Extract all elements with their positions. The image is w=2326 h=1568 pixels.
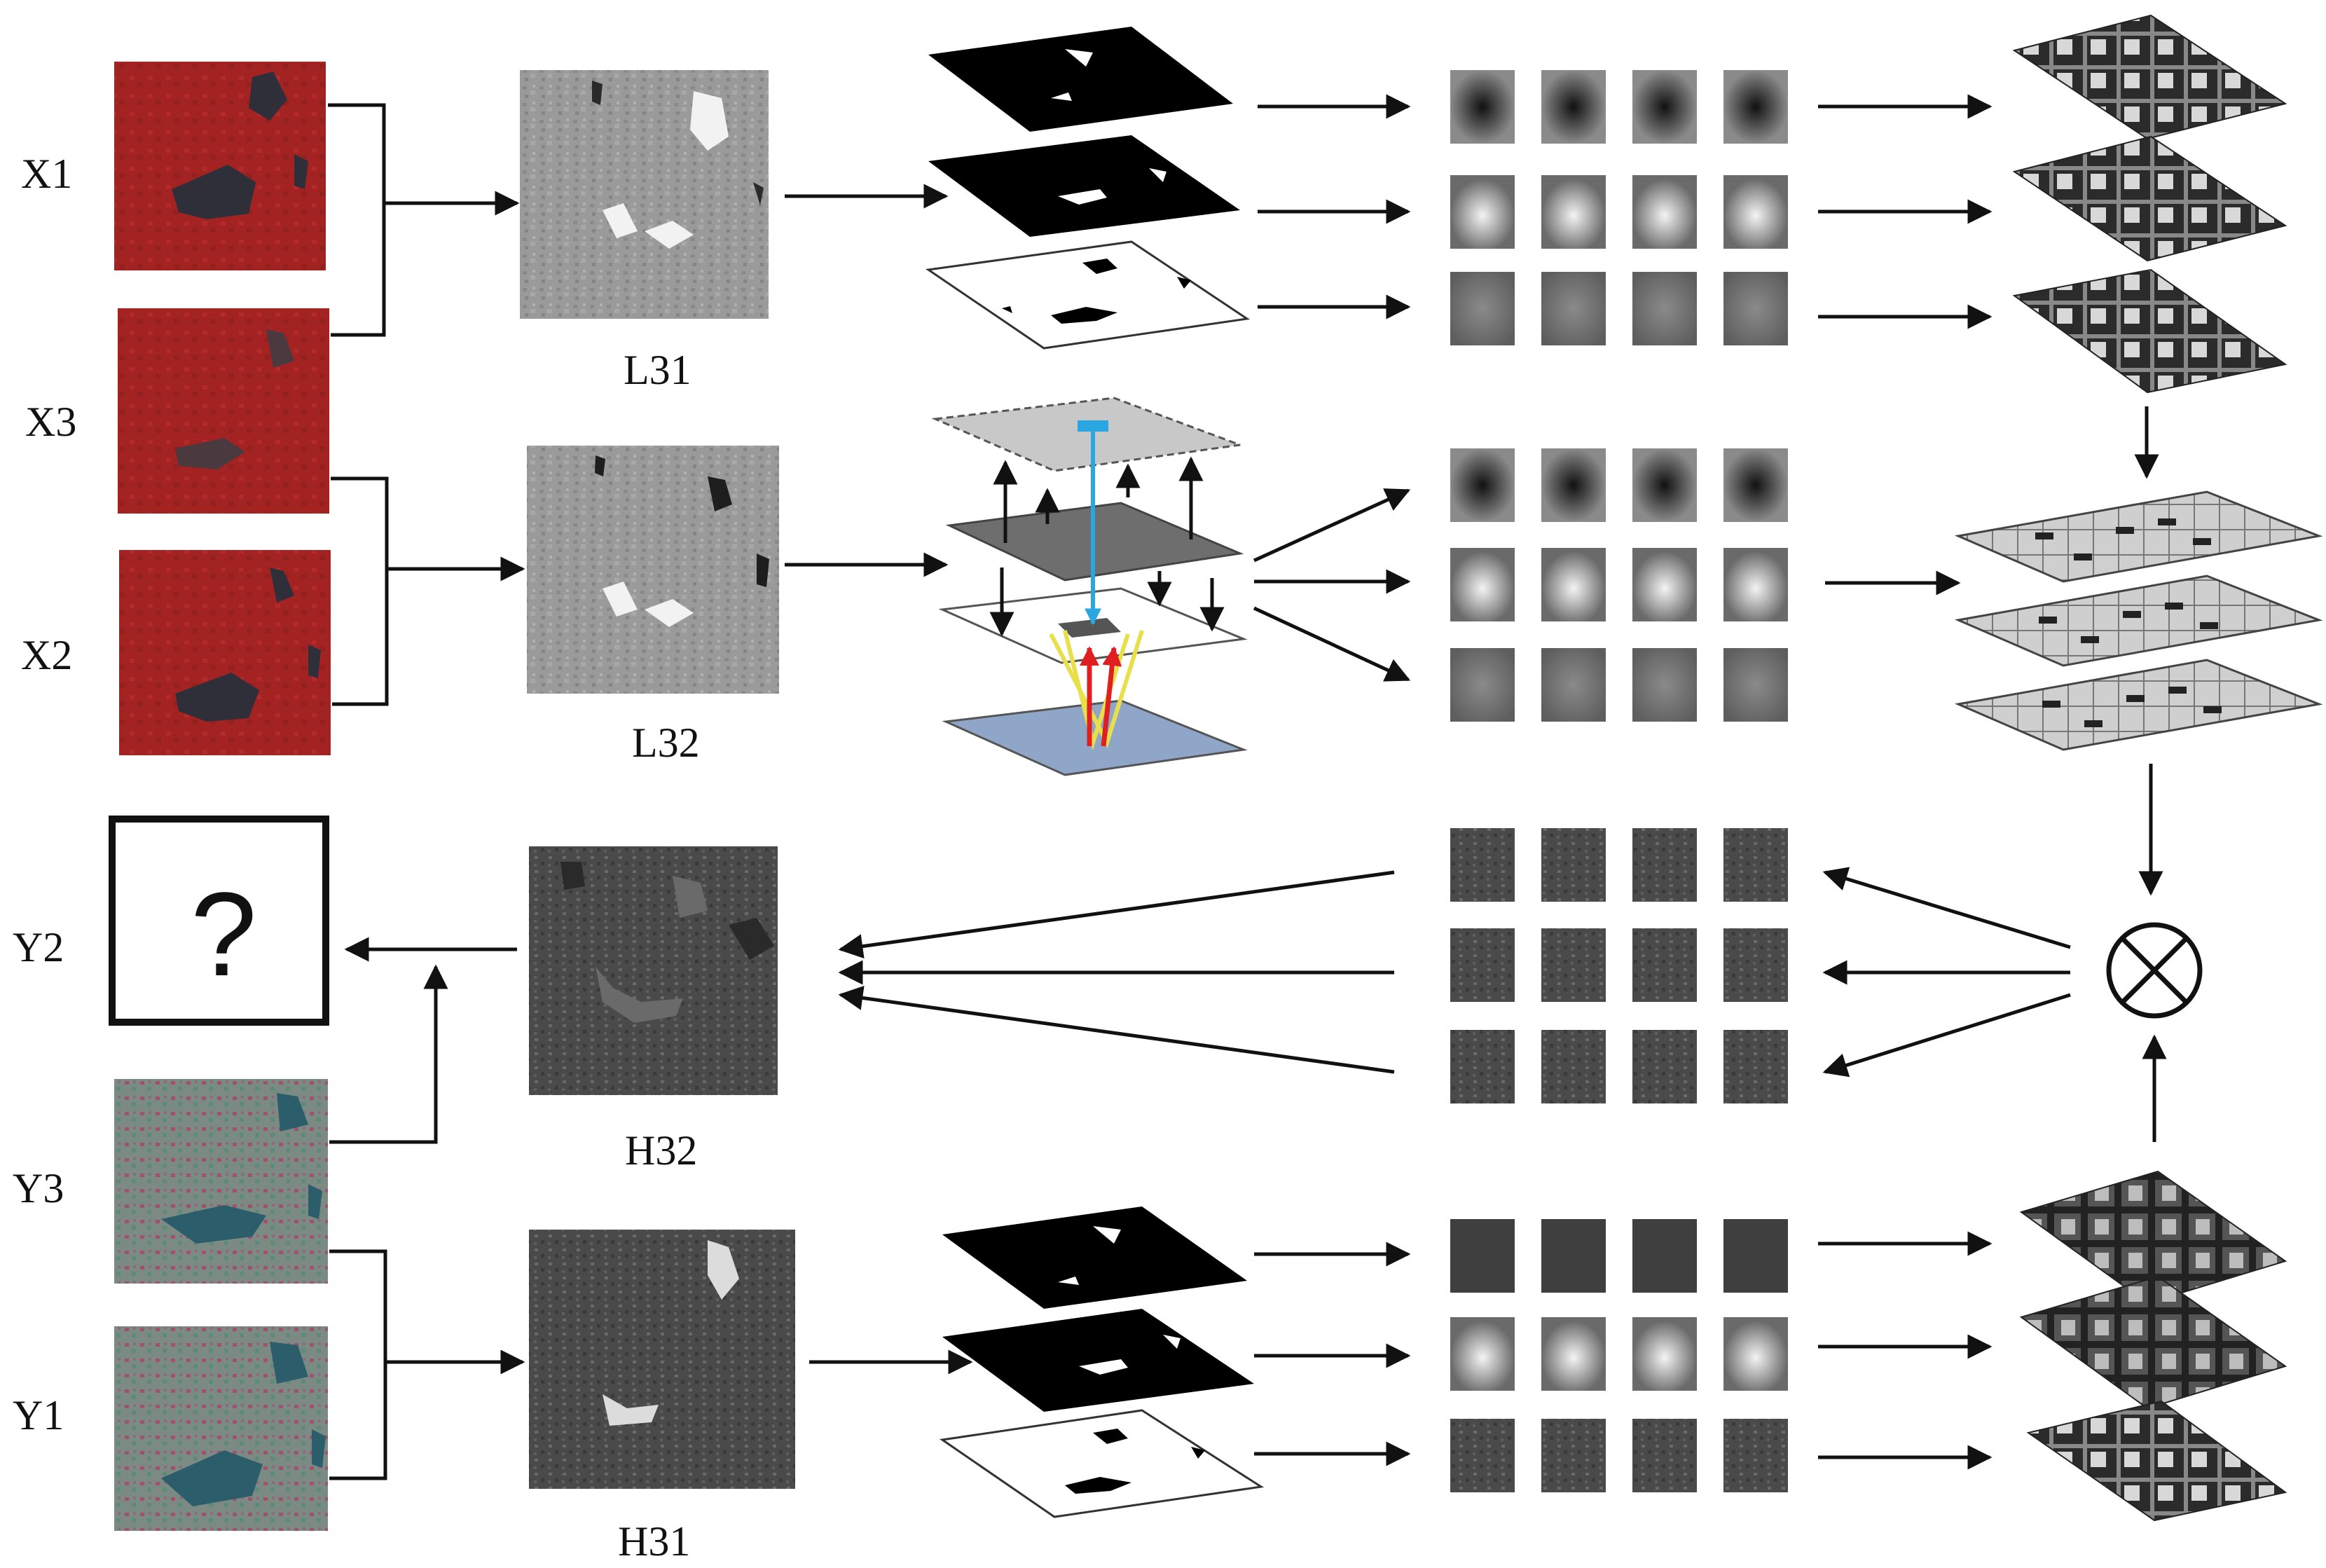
feature-tile bbox=[1632, 928, 1697, 1002]
l31-mask-stack bbox=[925, 27, 1251, 350]
feature-tile bbox=[1632, 1317, 1697, 1391]
feature-tile bbox=[1723, 648, 1788, 722]
feature-tile bbox=[1723, 70, 1788, 144]
feature-tile bbox=[1541, 1219, 1606, 1293]
feature-tile bbox=[1632, 272, 1697, 345]
x3-label: X3 bbox=[25, 399, 76, 445]
feature-tile bbox=[1450, 928, 1515, 1002]
x1-image bbox=[114, 62, 326, 270]
feature-tile bbox=[1450, 175, 1515, 249]
arrow-texture-to-h32-3 bbox=[838, 986, 1395, 1074]
feature-tile bbox=[1723, 448, 1788, 522]
x3-x2-bracket bbox=[331, 476, 389, 706]
feature-tile bbox=[1723, 1419, 1788, 1492]
l31-feature-tiles bbox=[1450, 70, 1788, 345]
feature-tile bbox=[1450, 272, 1515, 345]
feature-tile bbox=[1723, 1030, 1788, 1103]
feature-tile bbox=[1632, 1419, 1697, 1492]
texture-feature-tiles bbox=[1450, 828, 1788, 1103]
y1-label: Y1 bbox=[13, 1392, 64, 1438]
l31-label: L31 bbox=[624, 347, 691, 393]
feature-tile bbox=[1450, 1317, 1515, 1391]
feature-tile bbox=[1450, 548, 1515, 621]
feature-tile bbox=[1632, 1030, 1697, 1103]
feature-tile bbox=[1632, 175, 1697, 249]
h31-image bbox=[529, 1230, 795, 1489]
arrow-to-l32-feat-row1 bbox=[1253, 488, 1411, 563]
feature-tile bbox=[1450, 828, 1515, 902]
h31-mask-stack bbox=[940, 1206, 1265, 1518]
feature-tile bbox=[1450, 1219, 1515, 1293]
x2-label: X2 bbox=[21, 632, 72, 678]
h31-feature-tiles bbox=[1450, 1219, 1788, 1492]
y3-label: Y3 bbox=[13, 1165, 64, 1211]
feature-tile bbox=[1541, 272, 1606, 345]
feature-tile bbox=[1541, 1419, 1606, 1492]
l32-feature-tiles bbox=[1450, 448, 1788, 722]
feature-tile bbox=[1632, 1219, 1697, 1293]
feature-tile bbox=[1723, 272, 1788, 345]
feature-tile bbox=[1450, 1419, 1515, 1492]
arrow-fusion-to-textures-1 bbox=[1822, 867, 2071, 949]
feature-tile bbox=[1632, 70, 1697, 144]
h31-weight-maps bbox=[2019, 1170, 2287, 1522]
feature-tile-grids bbox=[1450, 70, 1788, 1492]
feature-tile bbox=[1723, 828, 1788, 902]
feature-tile bbox=[1450, 70, 1515, 144]
feature-tile bbox=[1723, 548, 1788, 621]
feature-tile bbox=[1723, 175, 1788, 249]
arrow-fusion-to-textures-3 bbox=[1822, 993, 2071, 1078]
l32-image bbox=[527, 446, 779, 694]
feature-tile bbox=[1541, 548, 1606, 621]
arrow-texture-to-h32-1 bbox=[838, 870, 1395, 958]
y3-y1-bracket bbox=[329, 1249, 387, 1480]
feature-tile bbox=[1541, 828, 1606, 902]
feature-tile bbox=[1632, 828, 1697, 902]
arrow-y3-up bbox=[329, 964, 448, 1144]
y3-image bbox=[114, 1079, 328, 1284]
feature-tile bbox=[1450, 1030, 1515, 1103]
feature-tile bbox=[1450, 448, 1515, 522]
feature-tile bbox=[1723, 1317, 1788, 1391]
y2-unknown-box: ? bbox=[109, 816, 329, 1026]
feature-tile bbox=[1541, 175, 1606, 249]
h32-image bbox=[529, 846, 778, 1095]
l31-weight-maps bbox=[2012, 14, 2287, 394]
x1-label: X1 bbox=[21, 151, 72, 197]
y2-label: Y2 bbox=[13, 924, 64, 970]
l32-label: L32 bbox=[632, 720, 700, 766]
feature-tile bbox=[1632, 548, 1697, 621]
feature-tile bbox=[1541, 928, 1606, 1002]
feature-tile bbox=[1632, 648, 1697, 722]
feature-tile bbox=[1632, 448, 1697, 522]
sparse-selection-maps bbox=[1954, 490, 2323, 751]
l32-pyramid bbox=[931, 397, 1248, 776]
feature-tile bbox=[1541, 1030, 1606, 1103]
x3-image bbox=[118, 308, 329, 514]
feature-tile bbox=[1450, 648, 1515, 722]
feature-tile bbox=[1723, 928, 1788, 1002]
feature-tile bbox=[1723, 1219, 1788, 1293]
circled-times-icon bbox=[2106, 922, 2203, 1019]
feature-tile bbox=[1541, 648, 1606, 722]
x2-image bbox=[119, 550, 331, 755]
feature-tile bbox=[1541, 1317, 1606, 1391]
unknown-question-mark: ? bbox=[191, 868, 257, 1001]
feature-tile bbox=[1541, 70, 1606, 144]
feature-tile bbox=[1541, 448, 1606, 522]
arrow-to-l32-feat-row3 bbox=[1253, 606, 1411, 682]
y1-image bbox=[114, 1326, 328, 1531]
x1-x3-bracket bbox=[328, 103, 386, 337]
l31-image bbox=[520, 70, 769, 319]
h31-label: H31 bbox=[618, 1518, 690, 1564]
h32-label: H32 bbox=[625, 1127, 697, 1174]
